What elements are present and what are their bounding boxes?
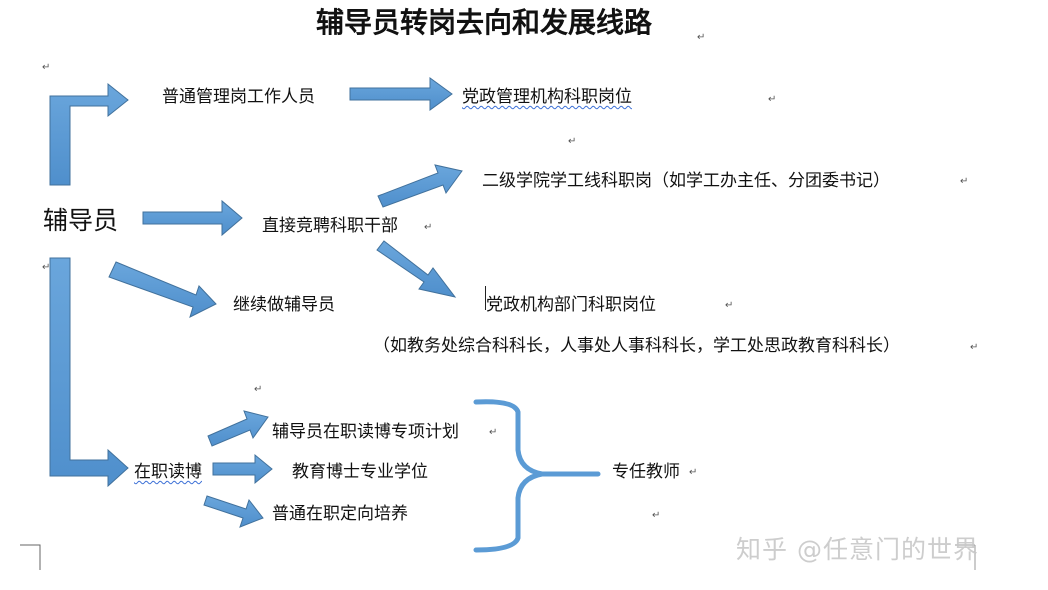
arrow-to-phd-program (207, 410, 269, 447)
arrow-to-compete (142, 199, 243, 237)
node-dept-post: 党政机构部门科职岗位 (486, 295, 656, 315)
arrow-to-dept-post (376, 240, 457, 298)
arrow-to-party-admin-post (349, 77, 453, 111)
node-dept-examples: （如教务处综合科科长，人事处人事科科长，学工处思政教育科科长） (373, 336, 900, 356)
paragraph-mark: ↵ (42, 62, 51, 73)
node-college-post: 二级学院学工线科职岗（如学工办主任、分团委书记） (482, 171, 890, 191)
arrow-to-college-post (377, 164, 463, 208)
node-in-service-phd: 在职读博 (134, 462, 202, 482)
node-teacher: 专任教师 (612, 462, 680, 482)
arrow-to-edu-doctor (212, 453, 273, 485)
node-general-staff: 普通管理岗工作人员 (162, 87, 315, 107)
node-party-admin-post: 党政管理机构科职岗位 (462, 87, 632, 107)
node-compete: 直接竞聘科职干部 (262, 216, 398, 236)
paragraph-mark: ↵ (568, 136, 577, 147)
bent-arrow-up (49, 82, 129, 186)
arrow-to-continue (108, 261, 217, 318)
paragraph-mark: ↵ (424, 222, 433, 233)
brace (473, 399, 601, 553)
arrow-to-regular-phd (203, 495, 264, 528)
node-continue-counselor: 继续做辅导员 (233, 295, 335, 315)
paragraph-mark: ↵ (689, 467, 698, 478)
paragraph-mark: ↵ (725, 300, 734, 311)
paragraph-mark: ↵ (960, 176, 969, 187)
node-regular-phd: 普通在职定向培养 (272, 504, 408, 524)
paragraph-mark: ↵ (254, 384, 263, 395)
watermark: 知乎 @任意门的世界 (736, 535, 979, 564)
corner-mark-right (955, 544, 976, 570)
bent-arrow-down (49, 257, 129, 488)
paragraph-mark: ↵ (768, 94, 777, 105)
text-cursor (485, 286, 486, 310)
paragraph-mark: ↵ (697, 32, 706, 43)
paragraph-mark: ↵ (489, 427, 498, 438)
paragraph-mark: ↵ (42, 262, 51, 273)
page-title: 辅导员转岗去向和发展线路 (316, 6, 653, 39)
corner-mark-left (20, 544, 41, 570)
paragraph-mark: ↵ (652, 510, 661, 521)
root-node-counselor: 辅导员 (43, 206, 119, 235)
node-phd-program: 辅导员在职读博专项计划 (272, 422, 459, 442)
node-edu-doctor: 教育博士专业学位 (292, 462, 428, 482)
paragraph-mark: ↵ (970, 342, 979, 353)
